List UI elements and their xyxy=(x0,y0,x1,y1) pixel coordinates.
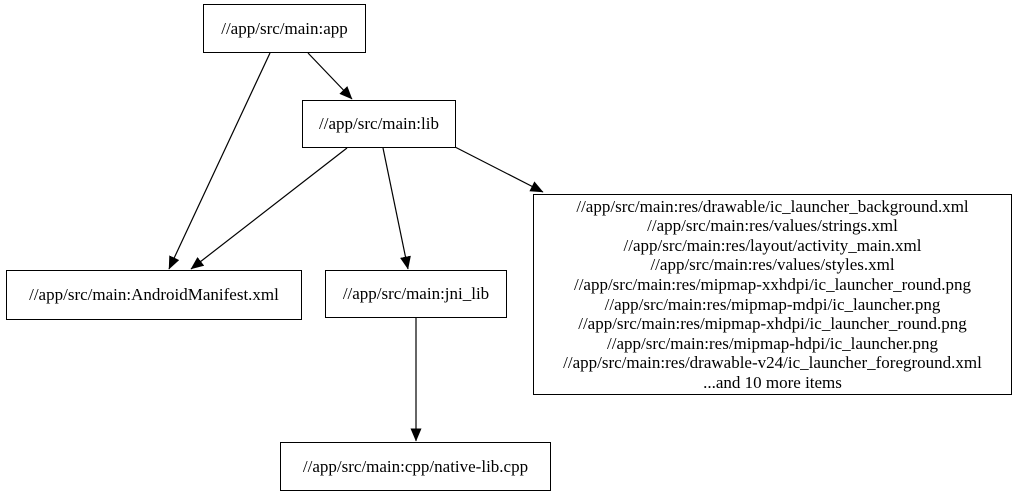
node-native-lib: //app/src/main:cpp/native-lib.cpp xyxy=(280,442,551,491)
edge-lib-to-manifest xyxy=(190,147,348,270)
node-res-group-line: //app/src/main:res/mipmap-hdpi/ic_launch… xyxy=(607,333,938,353)
node-app-label: //app/src/main:app xyxy=(221,18,348,38)
edge-lib-to-res-group xyxy=(454,146,544,193)
edge-app-to-manifest xyxy=(168,52,271,270)
node-jni-lib: //app/src/main:jni_lib xyxy=(325,270,507,318)
node-android-manifest-label: //app/src/main:AndroidManifest.xml xyxy=(29,285,279,304)
node-lib: //app/src/main:lib xyxy=(302,100,456,148)
edge-lib-to-jni-lib xyxy=(382,147,411,270)
node-res-group-line: //app/src/main:res/values/styles.xml xyxy=(650,255,895,275)
node-res-group: //app/src/main:res/drawable/ic_launcher_… xyxy=(533,194,1012,395)
node-res-group-more-items: ...and 10 more items xyxy=(703,372,842,392)
node-res-group-line: //app/src/main:res/layout/activity_main.… xyxy=(623,235,922,255)
node-res-group-line: //app/src/main:res/mipmap-mdpi/ic_launch… xyxy=(604,294,941,314)
node-jni-lib-label: //app/src/main:jni_lib xyxy=(342,284,490,303)
node-native-lib-label: //app/src/main:cpp/native-lib.cpp xyxy=(302,456,529,476)
node-res-group-line: //app/src/main:res/drawable/ic_launcher_… xyxy=(576,196,969,216)
node-android-manifest: //app/src/main:AndroidManifest.xml xyxy=(6,270,302,320)
node-res-group-line: //app/src/main:res/values/strings.xml xyxy=(647,216,898,236)
node-lib-label: //app/src/main:lib xyxy=(319,114,439,133)
node-res-group-line: //app/src/main:res/drawable-v24/ic_launc… xyxy=(563,353,982,373)
edge-app-to-lib xyxy=(307,52,353,100)
node-res-group-line: //app/src/main:res/mipmap-xxhdpi/ic_laun… xyxy=(573,274,972,294)
node-res-group-line: //app/src/main:res/mipmap-xhdpi/ic_launc… xyxy=(578,314,967,334)
node-app: //app/src/main:app xyxy=(203,4,366,53)
